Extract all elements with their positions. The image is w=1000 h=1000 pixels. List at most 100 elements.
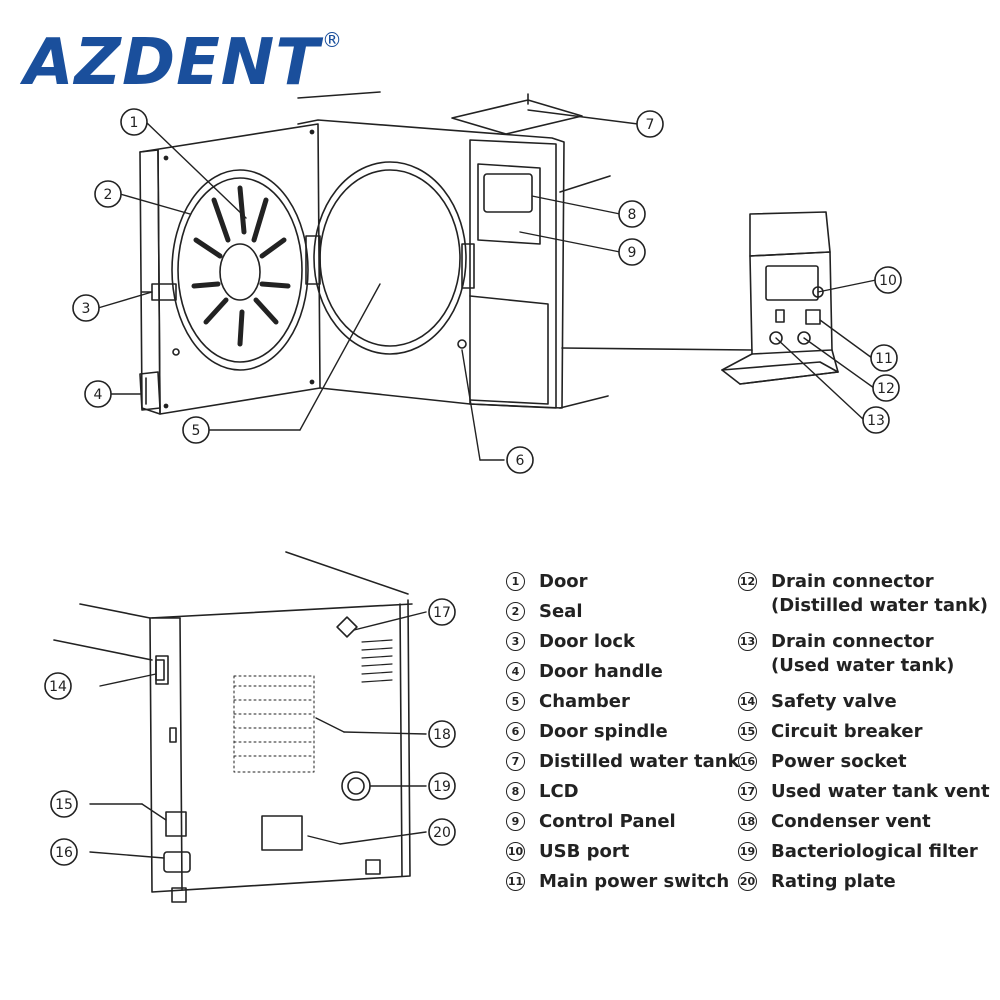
- legend-number: 13: [738, 632, 757, 651]
- legend-number: 8: [506, 782, 525, 801]
- callout-6: 6: [506, 446, 534, 474]
- callout-label: 20: [433, 825, 451, 841]
- callout-11: 11: [870, 344, 898, 372]
- callout-circle: [872, 374, 900, 402]
- control-column: [469, 139, 557, 409]
- callout-5: 5: [182, 416, 210, 444]
- legend-number: 4: [506, 662, 525, 681]
- legend-label: Rating plate: [771, 871, 896, 892]
- door-plate: [171, 169, 309, 371]
- side-louvres: [361, 639, 393, 683]
- legend-item-20: 20 Rating plate: [738, 870, 896, 894]
- legend-item-1: 1 Door: [506, 570, 588, 594]
- callout-circle: [428, 772, 456, 800]
- callout-circle: [428, 598, 456, 626]
- legend-label: Chamber: [539, 691, 630, 712]
- callout-14: 14: [44, 672, 72, 700]
- door-spindle: [457, 339, 467, 349]
- legend-item-14: 14 Safety valve: [738, 690, 897, 714]
- legend-item-19: 19 Bacteriological filter: [738, 840, 978, 864]
- callout-9: 9: [618, 238, 646, 266]
- legend-number: 1: [506, 572, 525, 591]
- callout-label: 8: [628, 207, 637, 223]
- legend-label: Condenser vent: [771, 811, 931, 832]
- legend-number: 10: [506, 842, 525, 861]
- callout-18: 18: [428, 720, 456, 748]
- callout-circle: [862, 406, 890, 434]
- autoclave-body: [297, 119, 565, 409]
- brand-logo: AZDENT ®: [24, 28, 342, 98]
- callout-circle: [618, 238, 646, 266]
- callout-1: 1: [120, 108, 148, 136]
- callout-circle: [94, 180, 122, 208]
- callout-15: 15: [50, 790, 78, 818]
- callout-circle: [44, 672, 72, 700]
- rating-plate-body: [261, 815, 303, 851]
- callout-20: 20: [428, 818, 456, 846]
- legend-item-4: 4 Door handle: [506, 660, 663, 684]
- callout-label: 5: [192, 423, 201, 439]
- callout-4: 4: [84, 380, 112, 408]
- callout-label: 17: [433, 605, 451, 621]
- legend-label: Door: [539, 571, 588, 592]
- callout-circle: [870, 344, 898, 372]
- callout-3: 3: [72, 294, 100, 322]
- legend-number: 14: [738, 692, 757, 711]
- callout-circle: [50, 838, 78, 866]
- callout-7: 7: [636, 110, 664, 138]
- door-handle: [139, 371, 161, 411]
- legend-label: Distilled water tank: [539, 751, 740, 772]
- callout-label: 15: [55, 797, 73, 813]
- registered-mark: ®: [322, 28, 342, 52]
- callout-label: 10: [879, 273, 897, 289]
- legend-number: 19: [738, 842, 757, 861]
- callout-label: 19: [433, 779, 451, 795]
- legend-label: Drain connector (Distilled water tank): [771, 571, 989, 616]
- power-socket-body: [163, 851, 191, 873]
- legend-number: 20: [738, 872, 757, 891]
- rear-view: [53, 551, 427, 903]
- callout-16: 16: [50, 838, 78, 866]
- legend-label: Main power switch: [539, 871, 730, 892]
- legend-number: 3: [506, 632, 525, 651]
- legend-number: 7: [506, 752, 525, 771]
- callout-12: 12: [872, 374, 900, 402]
- legend-number: 11: [506, 872, 525, 891]
- water-tank-lid: [451, 93, 583, 135]
- callout-label: 7: [646, 117, 655, 133]
- legend-item-7: 7 Distilled water tank: [506, 750, 740, 774]
- callout-circle: [120, 108, 148, 136]
- callout-circle: [618, 200, 646, 228]
- legend-label: Safety valve: [771, 691, 897, 712]
- legend-number: 2: [506, 602, 525, 621]
- callout-label: 18: [433, 727, 451, 743]
- callout-circle: [428, 720, 456, 748]
- callout-8: 8: [618, 200, 646, 228]
- callout-10: 10: [874, 266, 902, 294]
- used-water-vent: [336, 616, 358, 638]
- callout-circle: [84, 380, 112, 408]
- callout-label: 1: [130, 115, 139, 131]
- circuit-breaker-body: [165, 811, 187, 837]
- rear-leader-lines: [89, 611, 427, 859]
- legend-label: Door handle: [539, 661, 663, 682]
- callout-circle: [72, 294, 100, 322]
- legend-label: Bacteriological filter: [771, 841, 978, 862]
- legend-number: 16: [738, 752, 757, 771]
- callout-label: 11: [875, 351, 893, 367]
